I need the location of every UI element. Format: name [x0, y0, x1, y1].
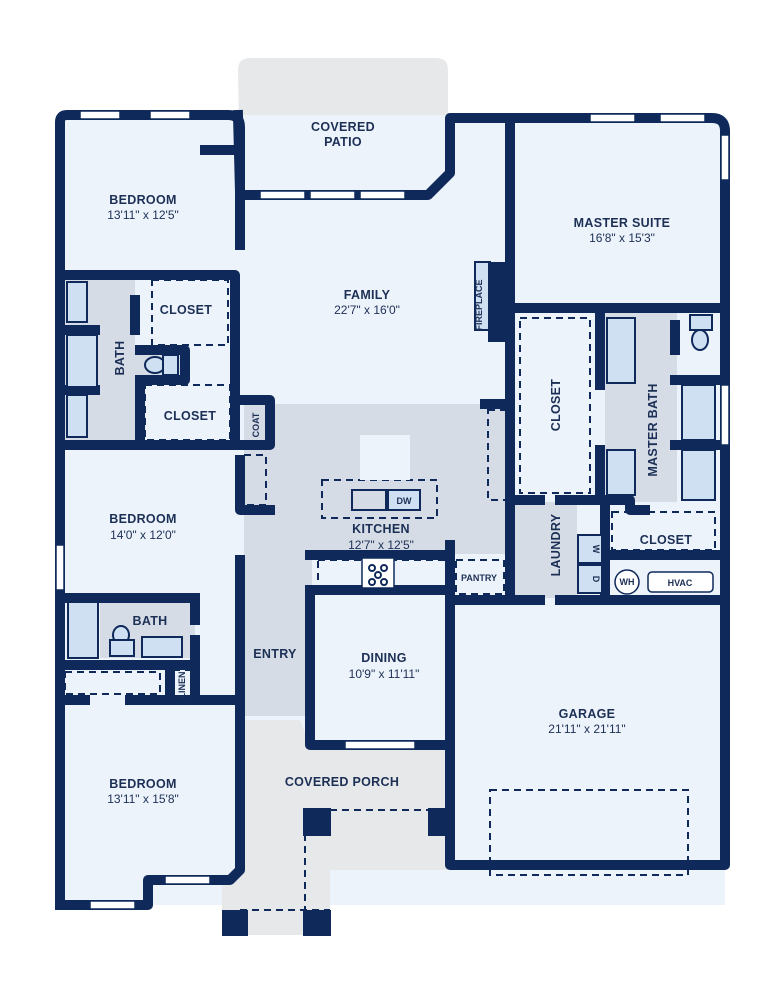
- covered-porch-label: COVERED PORCH: [285, 775, 399, 789]
- washer-label: W: [591, 545, 601, 554]
- kitchen-size: 12'7" x 12'5": [348, 538, 414, 552]
- master-bath-label: MASTER BATH: [646, 383, 660, 476]
- garage-label: GARAGE: [559, 707, 616, 721]
- windows: [55, 110, 730, 910]
- covered-patio-label-2: PATIO: [324, 135, 362, 149]
- kitchen-label: KITCHEN: [352, 522, 410, 536]
- covered-patio-label: COVERED: [311, 120, 375, 134]
- entry-label: ENTRY: [253, 647, 297, 661]
- bath2-label: BATH: [133, 614, 168, 628]
- fireplace-label: FIREPLACE: [474, 279, 484, 330]
- water-heater-label: WH: [620, 577, 635, 587]
- bedroom2-size: 14'0" x 12'0": [110, 528, 176, 542]
- dining-size: 10'9" x 11'11": [349, 667, 420, 681]
- covered-porch-area: [222, 720, 450, 935]
- interior-walls: [60, 113, 725, 750]
- bath1-label: BATH: [113, 341, 127, 376]
- bedroom1-label: BEDROOM: [109, 193, 176, 207]
- dryer-label: D: [591, 576, 601, 583]
- dishwasher-label: DW: [397, 496, 412, 506]
- linen-label: LINEN: [177, 672, 187, 699]
- bedroom3-size: 13'11" x 15'8": [107, 792, 179, 806]
- fixtures: [64, 261, 716, 936]
- closet2-label: CLOSET: [164, 409, 217, 423]
- dining-label: DINING: [361, 651, 407, 665]
- entry-floor: [244, 554, 312, 716]
- closet3-label: CLOSET: [640, 533, 693, 547]
- family-label: FAMILY: [344, 288, 391, 302]
- laundry-floor: [515, 502, 577, 598]
- coat-label: COAT: [251, 412, 261, 437]
- pantry-label: PANTRY: [461, 573, 497, 583]
- master-suite-size: 16'8" x 15'3": [589, 231, 655, 245]
- bedroom2-label: BEDROOM: [109, 512, 176, 526]
- master-suite-label: MASTER SUITE: [574, 216, 671, 230]
- bedroom1-size: 13'11" x 12'5": [107, 208, 179, 222]
- garage-size: 21'11" x 21'11": [548, 722, 625, 736]
- master-closet-label: CLOSET: [549, 379, 563, 432]
- garage-area: [450, 600, 725, 865]
- laundry-label: LAUNDRY: [549, 513, 563, 576]
- family-size: 22'7" x 16'0": [334, 303, 400, 317]
- closet1-label: CLOSET: [160, 303, 213, 317]
- bedroom3-label: BEDROOM: [109, 777, 176, 791]
- hvac-label: HVAC: [668, 578, 693, 588]
